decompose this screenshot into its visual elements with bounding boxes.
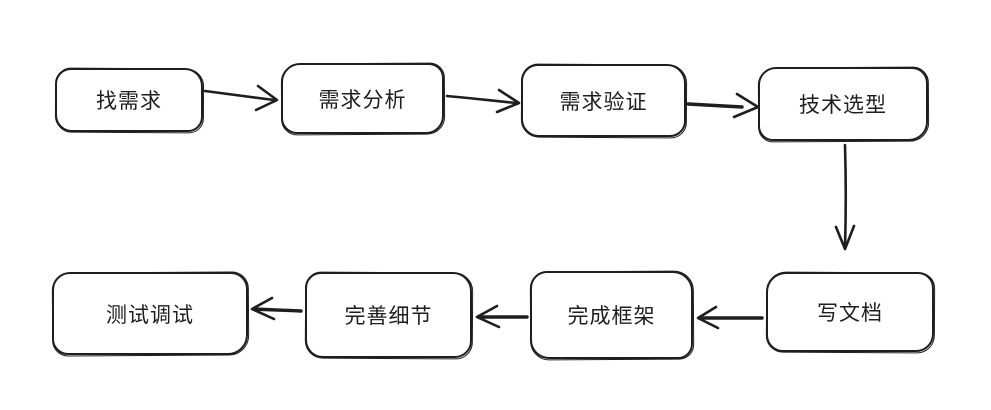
arrow-requirement-validation-to-technology-selection — [686, 92, 760, 119]
node-requirement-analysis: 需求分析 — [281, 63, 444, 134]
node-label: 技术选型 — [799, 94, 887, 117]
arrow-head-icon — [696, 305, 720, 330]
node-find-requirements: 找需求 — [55, 68, 203, 132]
node-write-docs: 写文档 — [766, 272, 934, 352]
node-technology-selection: 技术选型 — [758, 67, 928, 141]
arrow-head-icon — [834, 224, 856, 251]
arrow-technology-selection-to-write-docs — [834, 143, 856, 251]
node-refine-details: 完善细节 — [305, 272, 472, 358]
arrow-refine-details-to-test-debug — [250, 296, 303, 321]
node-label: 写文档 — [817, 302, 883, 325]
arrow-write-docs-to-complete-framework — [696, 305, 764, 330]
arrow-find-requirements-to-requirement-analysis — [203, 84, 279, 112]
node-complete-framework: 完成框架 — [530, 271, 693, 359]
arrow-head-icon — [495, 88, 521, 114]
arrow-complete-framework-to-refine-details — [475, 304, 529, 329]
arrow-requirement-analysis-to-requirement-validation — [445, 88, 521, 114]
arrow-shaft — [686, 102, 744, 109]
arrow-head-icon — [250, 296, 276, 321]
node-label: 完善细节 — [344, 305, 433, 328]
node-label: 完成框架 — [567, 305, 656, 328]
node-label: 需求验证 — [559, 90, 648, 114]
node-requirement-validation: 需求验证 — [521, 64, 686, 137]
node-label: 找需求 — [96, 90, 162, 113]
arrow-head-icon — [254, 84, 279, 112]
node-test-debug: 测试调试 — [52, 272, 248, 355]
arrow-head-icon — [475, 304, 501, 329]
arrow-shaft — [445, 94, 518, 105]
node-label: 测试调试 — [106, 303, 194, 327]
arrow-shaft — [203, 89, 276, 102]
node-label: 需求分析 — [318, 88, 407, 112]
arrow-shaft — [843, 143, 848, 249]
arrow-shaft — [253, 307, 303, 313]
